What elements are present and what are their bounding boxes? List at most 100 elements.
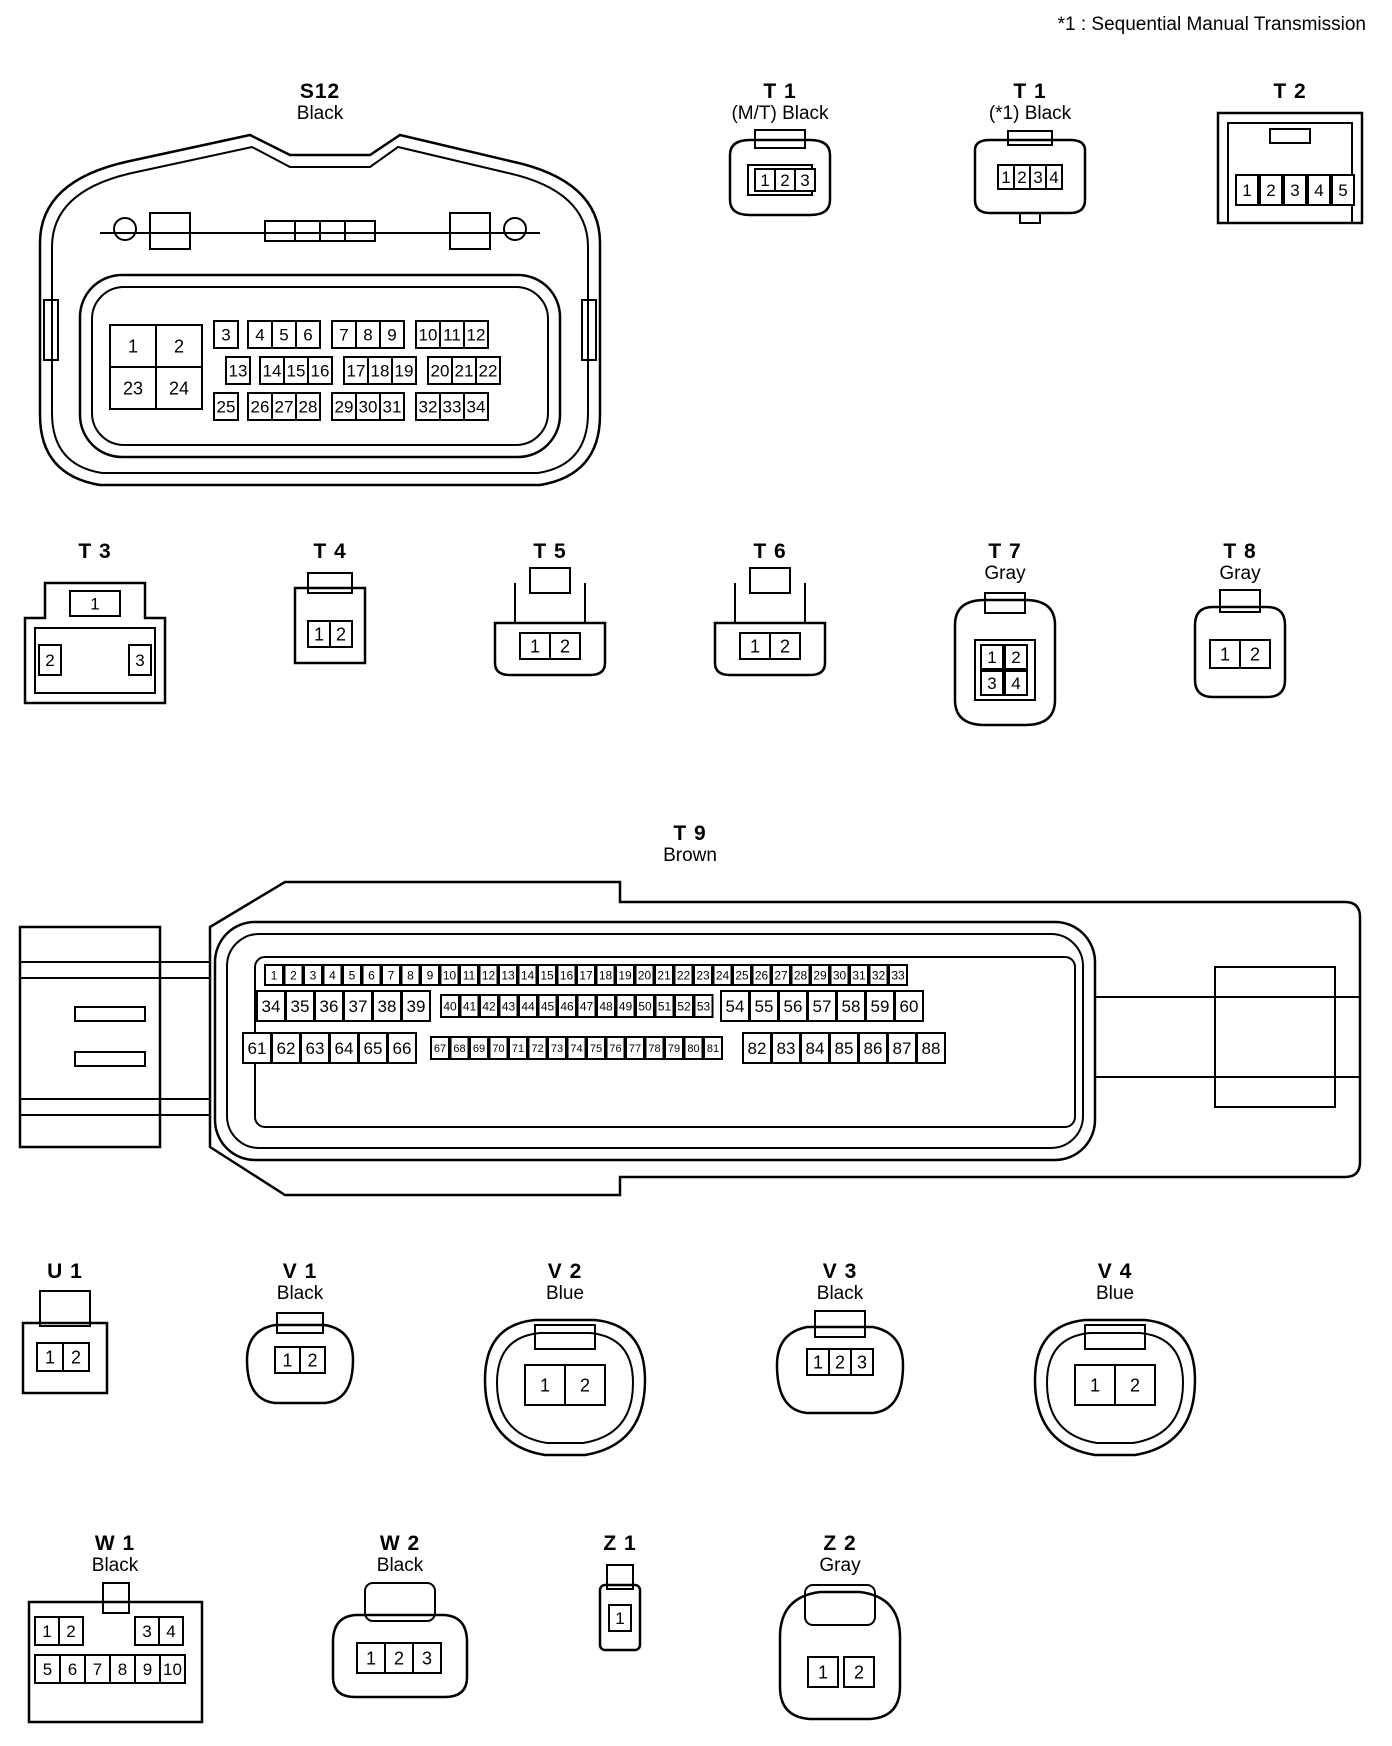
pin-62: 62 xyxy=(271,1032,301,1064)
pin-1: 1 xyxy=(806,1348,830,1376)
svg-text:50: 50 xyxy=(638,999,652,1013)
pin-79: 79 xyxy=(664,1036,684,1060)
pin-1: 1 xyxy=(997,164,1015,190)
svg-text:27: 27 xyxy=(275,398,294,417)
svg-text:57: 57 xyxy=(813,997,832,1016)
pin-1: 1 xyxy=(1074,1364,1116,1406)
svg-text:3: 3 xyxy=(142,1622,151,1641)
pin-21: 21 xyxy=(654,964,674,986)
svg-text:2: 2 xyxy=(290,968,297,982)
pin-3: 3 xyxy=(213,320,239,349)
pin-84: 84 xyxy=(800,1032,830,1064)
svg-text:1: 1 xyxy=(366,1648,376,1668)
pin-20: 20 xyxy=(427,356,453,385)
pin-2: 2 xyxy=(564,1364,606,1406)
svg-text:39: 39 xyxy=(407,997,426,1016)
pin-36: 36 xyxy=(314,990,344,1022)
pin-14: 14 xyxy=(517,964,538,986)
svg-text:17: 17 xyxy=(579,968,593,982)
svg-text:53: 53 xyxy=(697,999,711,1013)
connector-color: Gray xyxy=(984,563,1026,584)
svg-text:4: 4 xyxy=(255,326,264,345)
svg-text:69: 69 xyxy=(473,1043,485,1055)
pin-8: 8 xyxy=(400,964,421,986)
pin-2: 2 xyxy=(329,620,353,648)
connector-color: Black xyxy=(816,1283,864,1304)
connector-id: Z 1 xyxy=(603,1532,637,1555)
svg-text:27: 27 xyxy=(774,968,788,982)
pin-18: 18 xyxy=(595,964,616,986)
pin-1: 1 xyxy=(274,1346,301,1374)
pin-72: 72 xyxy=(527,1036,548,1060)
svg-text:2: 2 xyxy=(1011,648,1020,667)
pin-5: 5 xyxy=(342,964,362,986)
svg-text:75: 75 xyxy=(590,1043,602,1055)
pin-3: 3 xyxy=(128,644,152,676)
pin-6: 6 xyxy=(58,1654,86,1684)
pin-25: 25 xyxy=(213,392,239,421)
svg-text:38: 38 xyxy=(378,997,397,1016)
svg-text:3: 3 xyxy=(987,674,996,693)
svg-text:1: 1 xyxy=(818,1662,828,1682)
svg-text:1: 1 xyxy=(282,1350,292,1370)
svg-text:68: 68 xyxy=(453,1043,465,1055)
pin-3: 3 xyxy=(980,670,1004,696)
svg-text:9: 9 xyxy=(427,968,434,982)
pin-50: 50 xyxy=(635,994,655,1018)
pin-10: 10 xyxy=(415,320,441,349)
pin-27: 27 xyxy=(271,392,297,421)
pin-1: 1 xyxy=(608,1604,632,1632)
svg-text:81: 81 xyxy=(707,1043,719,1055)
pin-53: 53 xyxy=(693,994,714,1018)
pin-24: 24 xyxy=(155,366,203,410)
svg-text:2: 2 xyxy=(71,1347,81,1367)
svg-text:10: 10 xyxy=(163,1660,182,1679)
pin-18: 18 xyxy=(367,356,393,385)
pin-54: 54 xyxy=(720,990,750,1022)
pin-38: 38 xyxy=(372,990,402,1022)
svg-text:2: 2 xyxy=(580,1375,590,1395)
pin-23: 23 xyxy=(693,964,713,986)
svg-text:10: 10 xyxy=(419,326,438,345)
pin-9: 9 xyxy=(379,320,405,349)
pin-28: 28 xyxy=(295,392,321,421)
pin-32: 32 xyxy=(415,392,441,421)
pin-7: 7 xyxy=(83,1654,111,1684)
svg-text:13: 13 xyxy=(501,968,515,982)
pin-78: 78 xyxy=(644,1036,665,1060)
svg-text:37: 37 xyxy=(349,997,368,1016)
pin-1: 1 xyxy=(754,168,776,192)
pin-67: 67 xyxy=(430,1036,450,1060)
pin-47: 47 xyxy=(576,994,597,1018)
pin-7: 7 xyxy=(381,964,401,986)
pin-40: 40 xyxy=(440,994,460,1018)
connector-id: Z 2 xyxy=(823,1532,857,1555)
svg-text:2: 2 xyxy=(560,636,570,656)
pin-29: 29 xyxy=(810,964,830,986)
svg-text:2: 2 xyxy=(1266,181,1275,200)
svg-text:3: 3 xyxy=(800,171,809,190)
svg-text:80: 80 xyxy=(687,1043,699,1055)
svg-text:1: 1 xyxy=(987,648,996,667)
pin-73: 73 xyxy=(547,1036,567,1060)
pin-8: 8 xyxy=(355,320,381,349)
svg-text:34: 34 xyxy=(467,398,486,417)
pin-3: 3 xyxy=(1283,174,1307,206)
pin-80: 80 xyxy=(683,1036,704,1060)
svg-text:61: 61 xyxy=(248,1039,267,1058)
pin-1: 1 xyxy=(307,620,331,648)
svg-text:71: 71 xyxy=(512,1043,524,1055)
svg-text:3: 3 xyxy=(1033,168,1042,187)
pin-83: 83 xyxy=(771,1032,801,1064)
svg-text:15: 15 xyxy=(540,968,554,982)
